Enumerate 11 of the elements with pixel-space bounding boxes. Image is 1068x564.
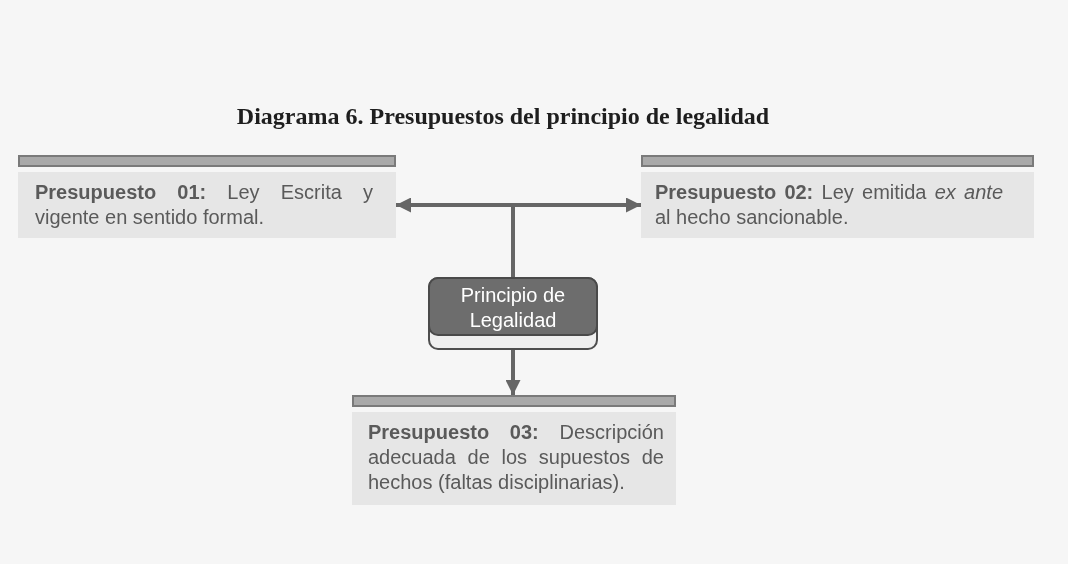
arrow [511, 197, 641, 277]
card-text: Presupuesto 03: Descripción adecuada de los supuestos de hechos (faltas disciplinarias). [368, 420, 664, 495]
card-text: Presupuesto 01: Ley Escrita y vigente en sentido formal. [35, 180, 373, 230]
text-card [352, 395, 676, 505]
text-card [18, 155, 396, 238]
text-card [641, 155, 1034, 238]
arrow [505, 350, 521, 395]
principle-label: Principio de Legalidad [428, 277, 598, 336]
card-text: Presupuesto 02: Ley emitida ex ante al hecho sancionable. [655, 180, 1003, 230]
raised-box [428, 277, 598, 350]
diagram-title: Diagrama 6. Presupuestos del principio de legalidad [236, 102, 770, 131]
